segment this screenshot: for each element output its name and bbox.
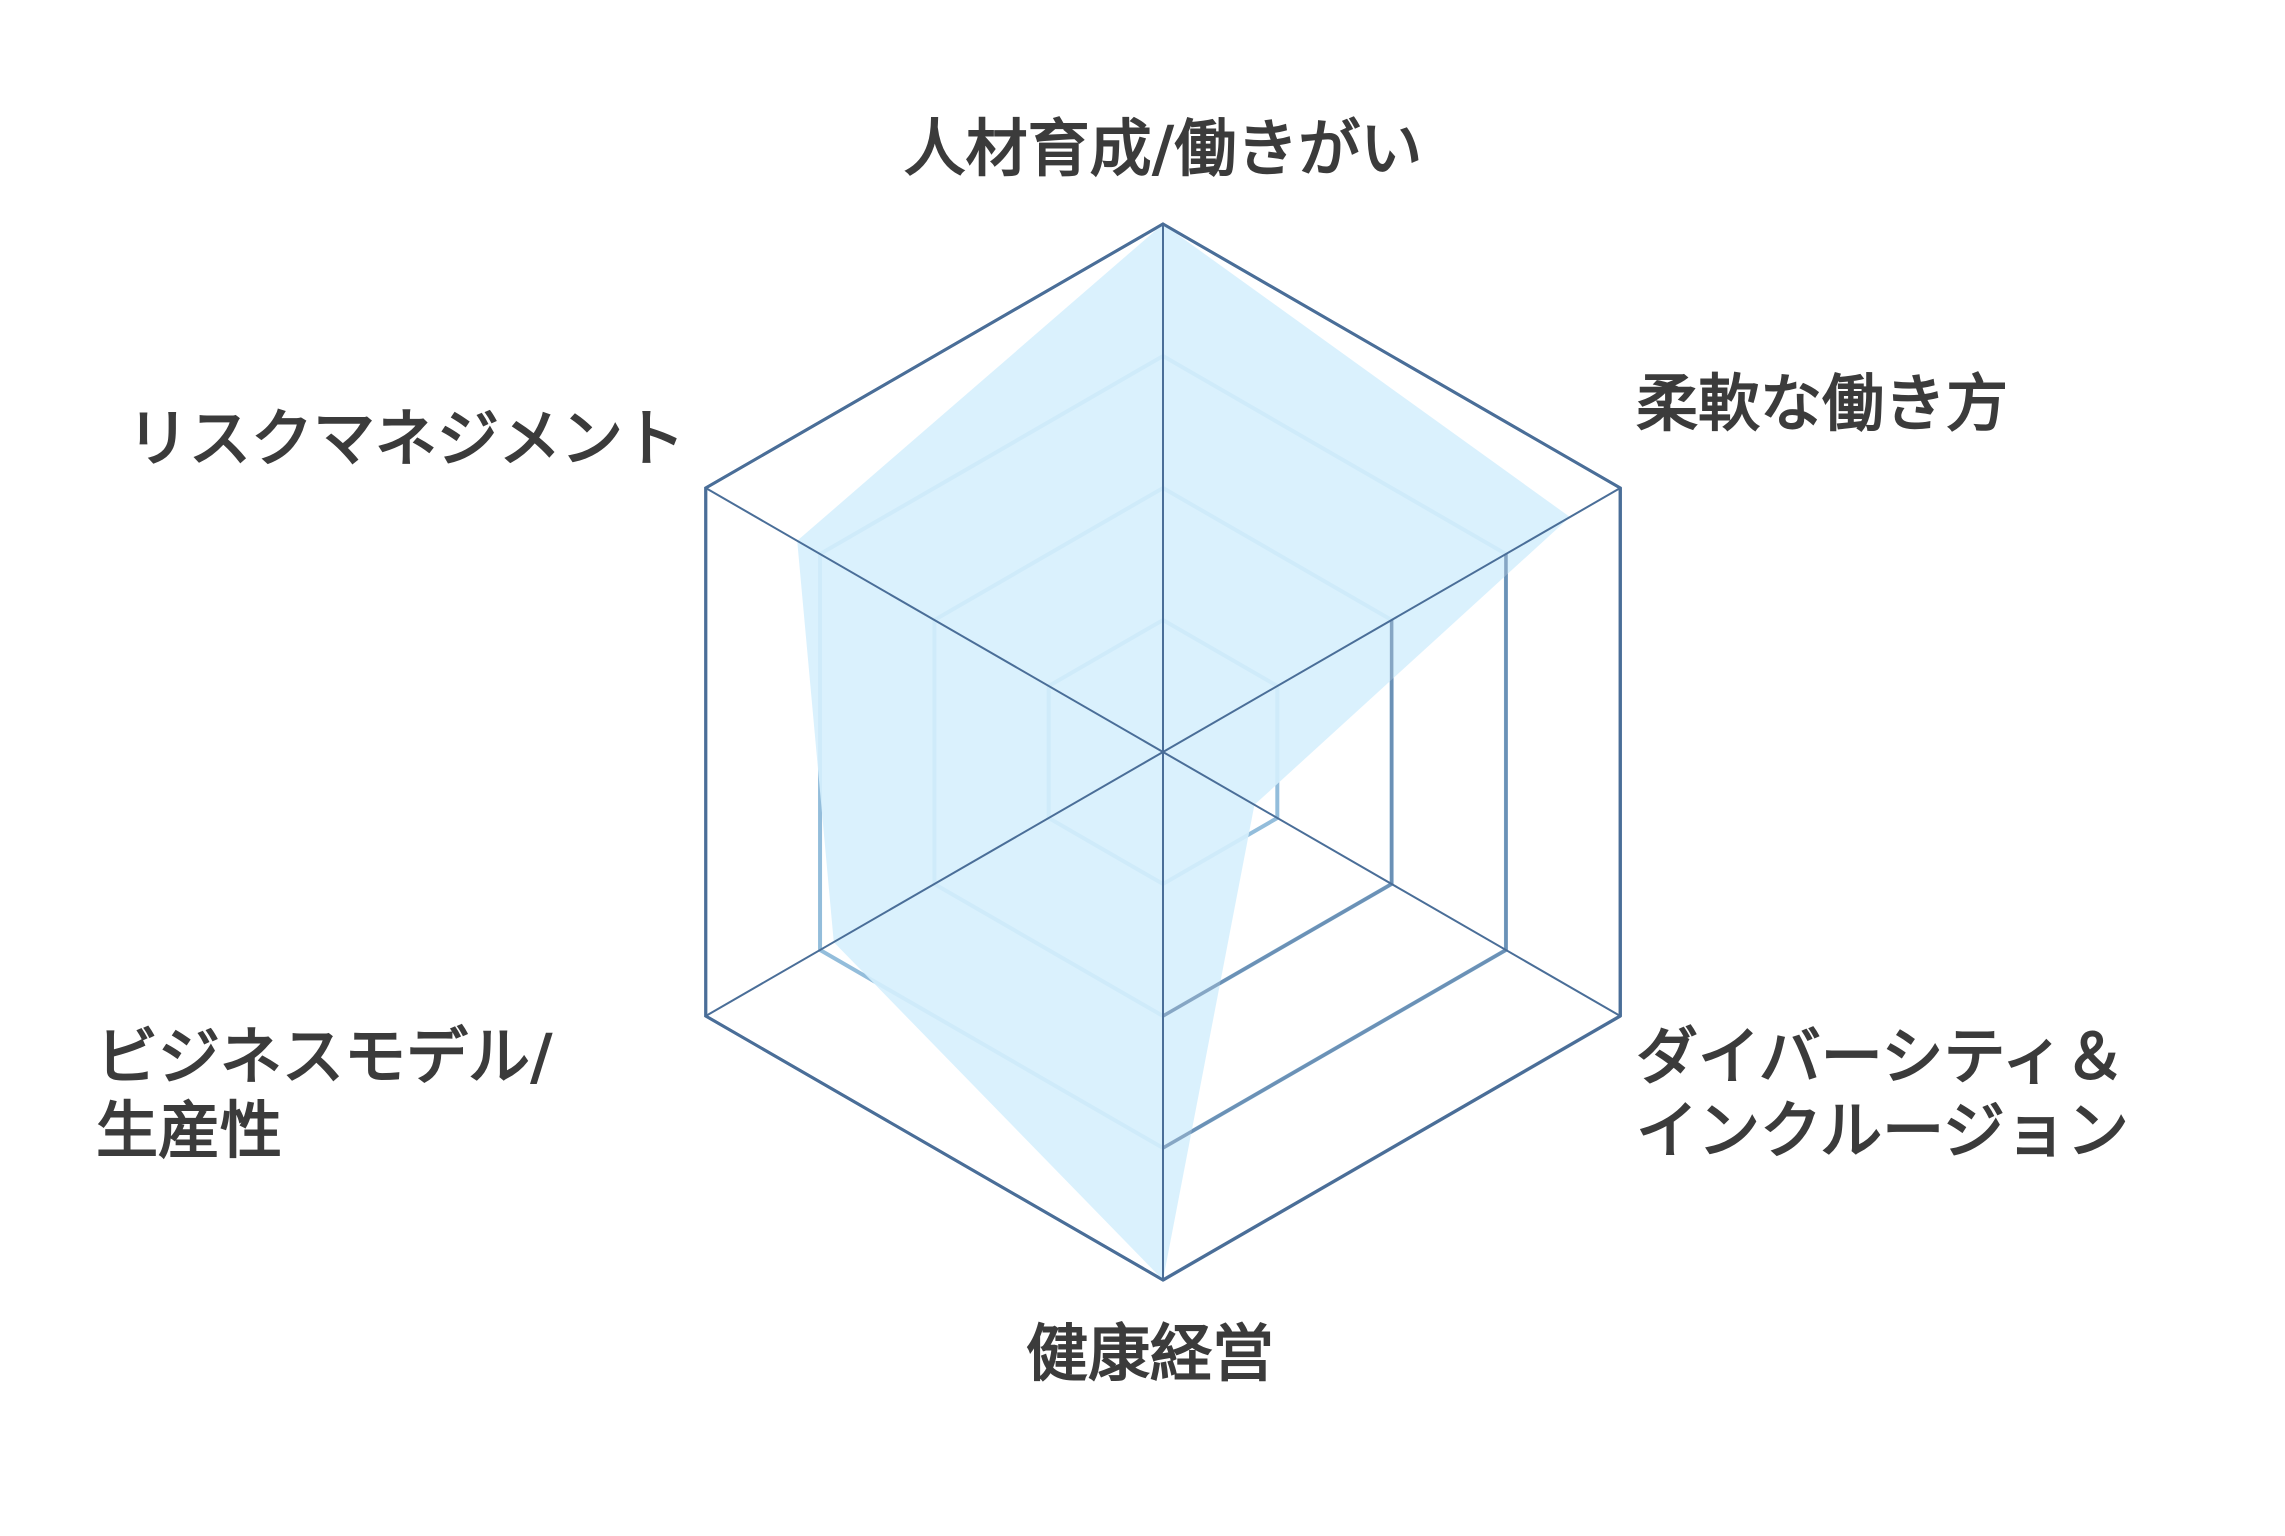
axis-label-line: ダイバーシティ＆	[1636, 1020, 2126, 1093]
axis-label-line: インクルージョン	[1636, 1094, 2129, 1167]
axis-label-2: ダイバーシティ＆インクルージョン	[1636, 1020, 2129, 1167]
grid-edge	[1162, 882, 1393, 1018]
outer-ring	[704, 222, 1622, 1282]
axis-label-0: 人材育成/働きがい	[904, 112, 1423, 185]
axis-label-line: リスクマネジメント	[127, 402, 685, 475]
spoke-2	[1162, 751, 1621, 1017]
spoke-5	[705, 487, 1164, 753]
data-area	[797, 224, 1570, 1280]
spoke-4	[705, 751, 1164, 1017]
axis-label-line: 生産性	[96, 1094, 282, 1167]
axis-label-line: 人材育成/働きがい	[904, 112, 1423, 185]
axis-label-line: 健康経営	[1026, 1317, 1274, 1390]
axis-label-3: 健康経営	[1026, 1317, 1274, 1390]
axis-label-line: 柔軟な働き方	[1636, 367, 2008, 440]
radar-spokes	[704, 222, 1623, 1282]
axis-label-1: 柔軟な働き方	[1636, 367, 2008, 440]
grid-edge	[1162, 948, 1507, 1150]
spoke-1	[1162, 487, 1621, 753]
axis-label-4: ビジネスモデル/生産性	[96, 1020, 553, 1167]
axis-label-5: リスクマネジメント	[127, 402, 685, 475]
axis-label-line: ビジネスモデル/	[96, 1020, 553, 1093]
